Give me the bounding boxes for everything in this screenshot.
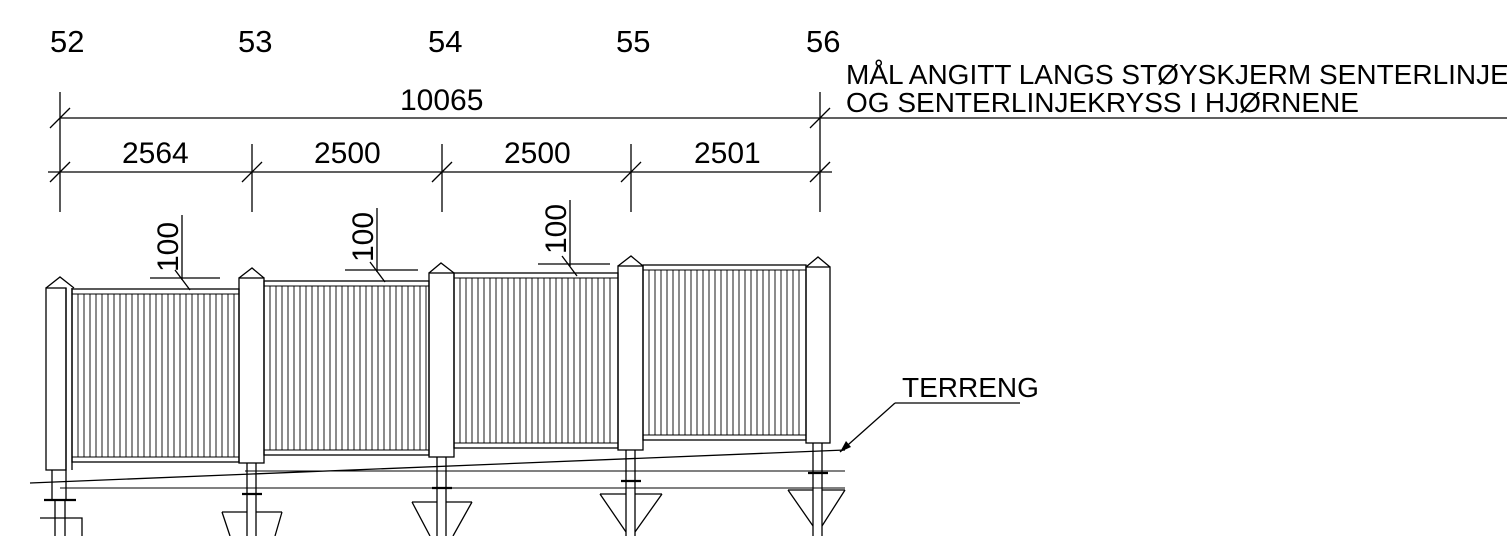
post-label-54: 54 [428, 24, 462, 59]
fence-panel-4 [642, 264, 807, 441]
fence-panel-1 [71, 288, 240, 463]
note-line-2: OG SENTERLINJEKRYSS I HJØRNENE [846, 87, 1359, 118]
foundation-52 [40, 470, 83, 536]
offset-label-2: 100 [347, 212, 380, 262]
fence-panel-2 [263, 280, 430, 456]
offset-label-3: 100 [540, 204, 573, 254]
terrain-label: TERRENG [902, 372, 1039, 403]
segment-dimension-line [48, 144, 832, 212]
post-56 [805, 256, 831, 444]
note-line-1: MÅL ANGITT LANGS STØYSKJERM SENTERLINJE [846, 59, 1507, 90]
post-label-53: 53 [238, 24, 272, 59]
segment-dimension-4: 2501 [694, 137, 761, 170]
post-label-55: 55 [616, 24, 650, 59]
offset-label-1: 100 [152, 222, 185, 272]
post-label-56: 56 [806, 24, 840, 59]
post-54 [428, 262, 455, 458]
post-label-52: 52 [50, 24, 84, 59]
fence-panel-3 [453, 272, 619, 449]
overall-dimension-value: 10065 [400, 84, 483, 117]
offset-callout-3: 100 [538, 200, 610, 277]
segment-dimension-3: 2500 [504, 137, 571, 170]
foundation-53 [221, 463, 283, 536]
offset-callout-1: 100 [150, 215, 220, 291]
post-52 [45, 276, 75, 471]
terrain-callout [839, 402, 1020, 453]
fence-posts [45, 255, 831, 471]
foundation-54 [411, 457, 473, 536]
post-55 [617, 255, 644, 451]
foundation-56 [787, 443, 846, 536]
terrain-arrowhead [840, 441, 851, 452]
post-53 [238, 267, 265, 464]
offset-callout-2: 100 [345, 208, 418, 283]
segment-dimension-2: 2500 [314, 137, 381, 170]
foundations [40, 443, 846, 536]
overall-dimension-line [49, 92, 831, 212]
foundation-55 [599, 450, 663, 536]
fence-panels [71, 264, 807, 463]
segment-dimension-1: 2564 [122, 137, 189, 170]
